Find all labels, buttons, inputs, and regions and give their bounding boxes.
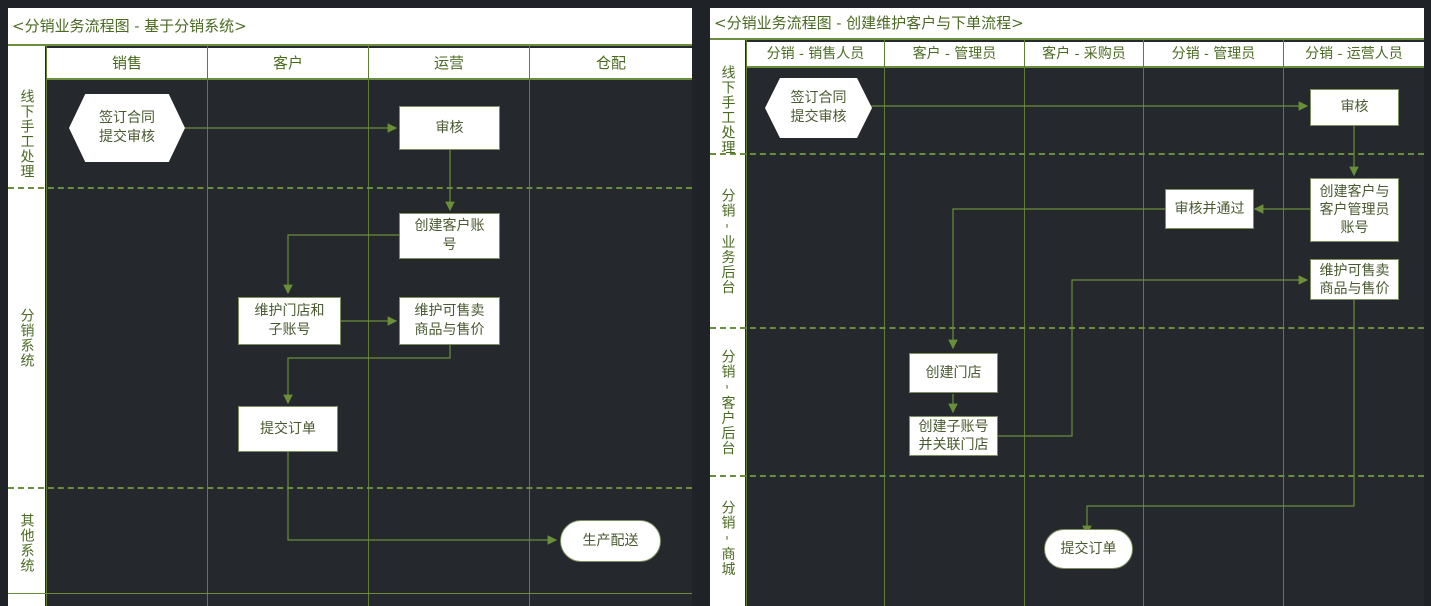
left-col-header-operations: 运营	[369, 48, 529, 80]
right-col-header-sales-staff: 分销 - 销售人员	[747, 42, 884, 68]
right-lane-mall: 分销 - 商城	[719, 500, 736, 577]
left-lane-distribution-system: 分销系统	[18, 308, 35, 368]
left-diagram-title: <分销业务流程图 - 基于分销系统>	[8, 8, 692, 46]
right-column-divider	[746, 40, 747, 606]
right-node-create-store: 创建门店	[909, 353, 998, 393]
left-node-maintain-goods: 维护可售卖 商品与售价	[399, 297, 500, 345]
right-column-divider	[1024, 40, 1025, 606]
left-column-divider	[529, 46, 530, 606]
right-lane-separator	[710, 153, 1424, 155]
right-node-maintain-goods: 维护可售卖 商品与售价	[1310, 259, 1399, 300]
left-col-header-warehouse: 仓配	[530, 48, 692, 80]
left-node-create-account: 创建客户账 号	[399, 213, 500, 259]
right-column-divider	[1283, 40, 1284, 606]
left-diagram-panel: <分销业务流程图 - 基于分销系统> 线下手工处理 分销系统 其他系统 销售 客…	[8, 8, 692, 606]
arrow-goods-to-order	[283, 344, 451, 405]
right-col-header-dist-operations: 分销 - 运营人员	[1284, 42, 1424, 68]
right-column-divider	[884, 40, 885, 606]
right-lane-business-backend: 分销 - 业务后台	[719, 187, 736, 295]
left-column-divider	[368, 46, 369, 606]
left-node-review: 审核	[399, 106, 500, 150]
left-col-header-customer: 客户	[208, 48, 368, 80]
left-lane-label-column	[8, 46, 45, 606]
left-lane-offline: 线下手工处理	[18, 89, 35, 179]
right-node-create-sub-account: 创建子账号 并关联门店	[909, 416, 998, 456]
left-lane-separator	[8, 487, 692, 489]
left-node-maintain-store: 维护门店和 子账号	[238, 297, 341, 345]
left-node-sign-contract: 签订合同 提交审核	[69, 94, 185, 162]
right-lane-label-column	[710, 40, 745, 606]
right-lane-offline: 线下手工处理	[719, 65, 736, 155]
left-lane-separator	[8, 187, 692, 189]
right-col-header-customer-admin: 客户 - 管理员	[885, 42, 1024, 68]
right-lane-separator	[710, 327, 1424, 329]
left-lane-separator	[8, 593, 692, 594]
left-column-divider	[207, 46, 208, 606]
right-diagram-panel: <分销业务流程图 - 创建维护客户与下单流程> 线下手工处理 分销 - 业务后台…	[710, 8, 1424, 606]
right-col-header-customer-buyer: 客户 - 采购员	[1025, 42, 1143, 68]
arrow-approve-to-create-store	[948, 208, 1165, 350]
arrow-create-account-to-store	[283, 234, 400, 295]
right-col-header-dist-admin: 分销 - 管理员	[1144, 42, 1283, 68]
right-node-review: 审核	[1310, 89, 1399, 126]
right-node-create-accounts: 创建客户与 客户管理员 账号	[1310, 178, 1399, 242]
arrow-sub-to-goods	[998, 275, 1309, 437]
arrow-order-to-delivery	[287, 452, 558, 545]
right-node-submit-order: 提交订单	[1044, 529, 1133, 569]
right-diagram-title: <分销业务流程图 - 创建维护客户与下单流程>	[710, 8, 1424, 40]
arrow-goods-to-order	[1082, 300, 1355, 536]
right-node-sign-contract: 签订合同 提交审核	[765, 78, 872, 138]
right-lane-separator	[710, 475, 1424, 477]
right-node-approve: 审核并通过	[1165, 189, 1254, 229]
left-node-submit-order: 提交订单	[238, 406, 338, 452]
left-lane-other-systems: 其他系统	[18, 513, 35, 573]
right-flow-connectors	[870, 101, 1359, 536]
left-column-divider	[46, 46, 47, 606]
left-flow-connectors	[182, 123, 558, 545]
right-lane-customer-backend: 分销 - 客户后台	[719, 348, 736, 456]
left-node-delivery: 生产配送	[560, 520, 661, 562]
right-column-divider	[1143, 40, 1144, 606]
left-col-header-sales: 销售	[47, 48, 207, 80]
